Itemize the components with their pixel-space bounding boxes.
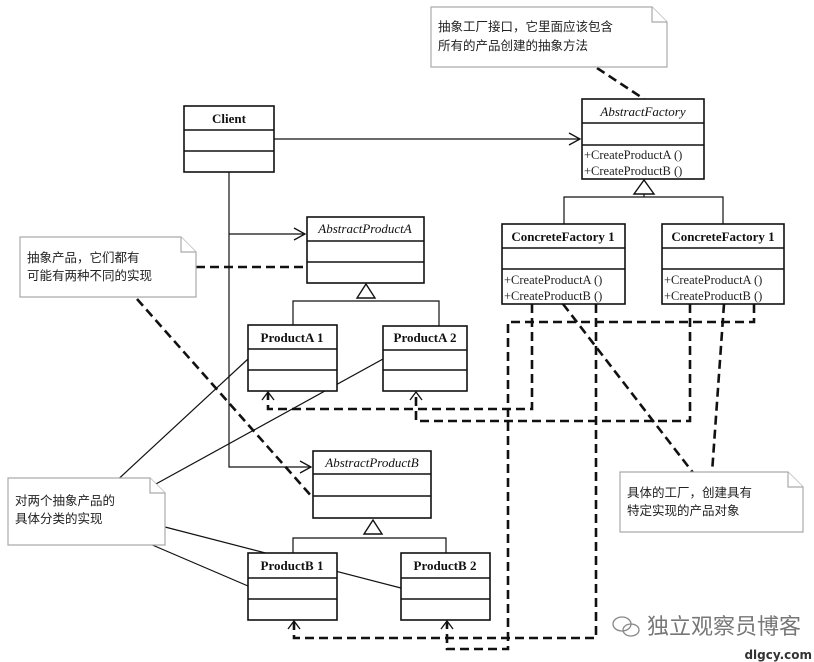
factory-generalization-line — [563, 196, 724, 224]
note-link-productb1 — [149, 543, 249, 587]
class-product-b2[interactable]: ProductB 2 — [400, 552, 491, 621]
class-abstract-product-a[interactable]: AbstractProductA — [306, 216, 425, 284]
class-name: ProductB 1 — [261, 558, 324, 573]
note-anchor-abstract-b — [136, 298, 314, 499]
class-product-a2[interactable]: ProductA 2 — [382, 325, 468, 392]
method: +CreateProductB () — [504, 289, 602, 303]
note-text: 特定实现的产品对象 — [627, 503, 740, 518]
note-text: 对两个抽象产品的 — [15, 493, 115, 508]
method: +CreateProductB () — [664, 289, 762, 303]
wechat-icon — [612, 616, 640, 637]
note-text: 具体的工厂，创建具有 — [627, 485, 752, 500]
class-abstract-product-b[interactable]: AbstractProductB — [312, 450, 432, 519]
cf1-creates-productb1 — [292, 304, 598, 640]
class-name: ConcreteFactory 1 — [671, 229, 774, 244]
method: +CreateProductA () — [584, 148, 682, 162]
watermark-site: dlgcy.com — [744, 648, 812, 662]
client-to-abstractproductb-association — [228, 172, 313, 474]
productb-inheritance-triangle — [362, 518, 384, 535]
class-product-a1[interactable]: ProductA 1 — [247, 324, 338, 392]
class-abstract-factory[interactable]: AbstractFactory +CreateProductA () +Crea… — [581, 98, 705, 180]
factory-inheritance-triangle — [632, 178, 656, 195]
cf2-creates-productb2 — [445, 304, 756, 651]
note-link-producta2 — [144, 358, 384, 491]
watermark-title: 独立观察员博客 — [647, 615, 801, 640]
note-text: 抽象工厂接口，它里面应该包含 — [438, 19, 614, 34]
note-abstract-products: 抽象产品，它们都有 可能有两种不同的实现 — [19, 236, 197, 298]
method: +CreateProductA () — [504, 273, 602, 287]
note-concrete-products: 对两个抽象产品的 具体分类的实现 — [7, 477, 166, 546]
producta-generalization-line — [292, 300, 440, 326]
class-name: AbstractFactory — [599, 104, 685, 119]
class-name: AbstractProductA — [317, 221, 411, 236]
class-name: AbstractProductB — [324, 455, 418, 470]
dependency-arrowheads — [261, 390, 454, 630]
note-anchor-cf1 — [561, 303, 706, 488]
note-text: 可能有两种不同的实现 — [27, 268, 152, 283]
note-text: 所有的产品创建的抽象方法 — [438, 38, 588, 53]
method: +CreateProductA () — [664, 273, 762, 287]
class-product-b1[interactable]: ProductB 1 — [247, 552, 338, 621]
class-name: ConcreteFactory 1 — [511, 229, 614, 244]
method: +CreateProductB () — [584, 164, 682, 178]
note-anchor-factory — [596, 66, 645, 101]
note-link-producta1 — [111, 358, 249, 486]
note-text: 具体分类的实现 — [15, 511, 103, 526]
class-client[interactable]: Client — [183, 105, 275, 173]
note-concrete-factories: 具体的工厂，创建具有 特定实现的产品对象 — [619, 471, 804, 533]
watermark: 独立观察员博客 dlgcy.com — [612, 615, 812, 662]
class-name: Client — [212, 111, 247, 126]
producta-inheritance-triangle — [355, 282, 377, 299]
cf2-creates-producta2 — [414, 304, 692, 423]
class-name: ProductB 2 — [414, 558, 477, 573]
note-text: 抽象产品，它们都有 — [27, 250, 140, 265]
note-anchor-cf2 — [709, 303, 726, 488]
class-concrete-factory-2[interactable]: ConcreteFactory 1 +CreateProductA () +Cr… — [661, 223, 785, 305]
note-factory-interface: 抽象工厂接口，它里面应该包含 所有的产品创建的抽象方法 — [430, 6, 668, 68]
productb-generalization-line — [292, 537, 447, 553]
class-concrete-factory-1[interactable]: ConcreteFactory 1 +CreateProductA () +Cr… — [501, 223, 626, 305]
class-name: ProductA 2 — [394, 330, 457, 345]
class-name: ProductA 1 — [261, 330, 324, 345]
